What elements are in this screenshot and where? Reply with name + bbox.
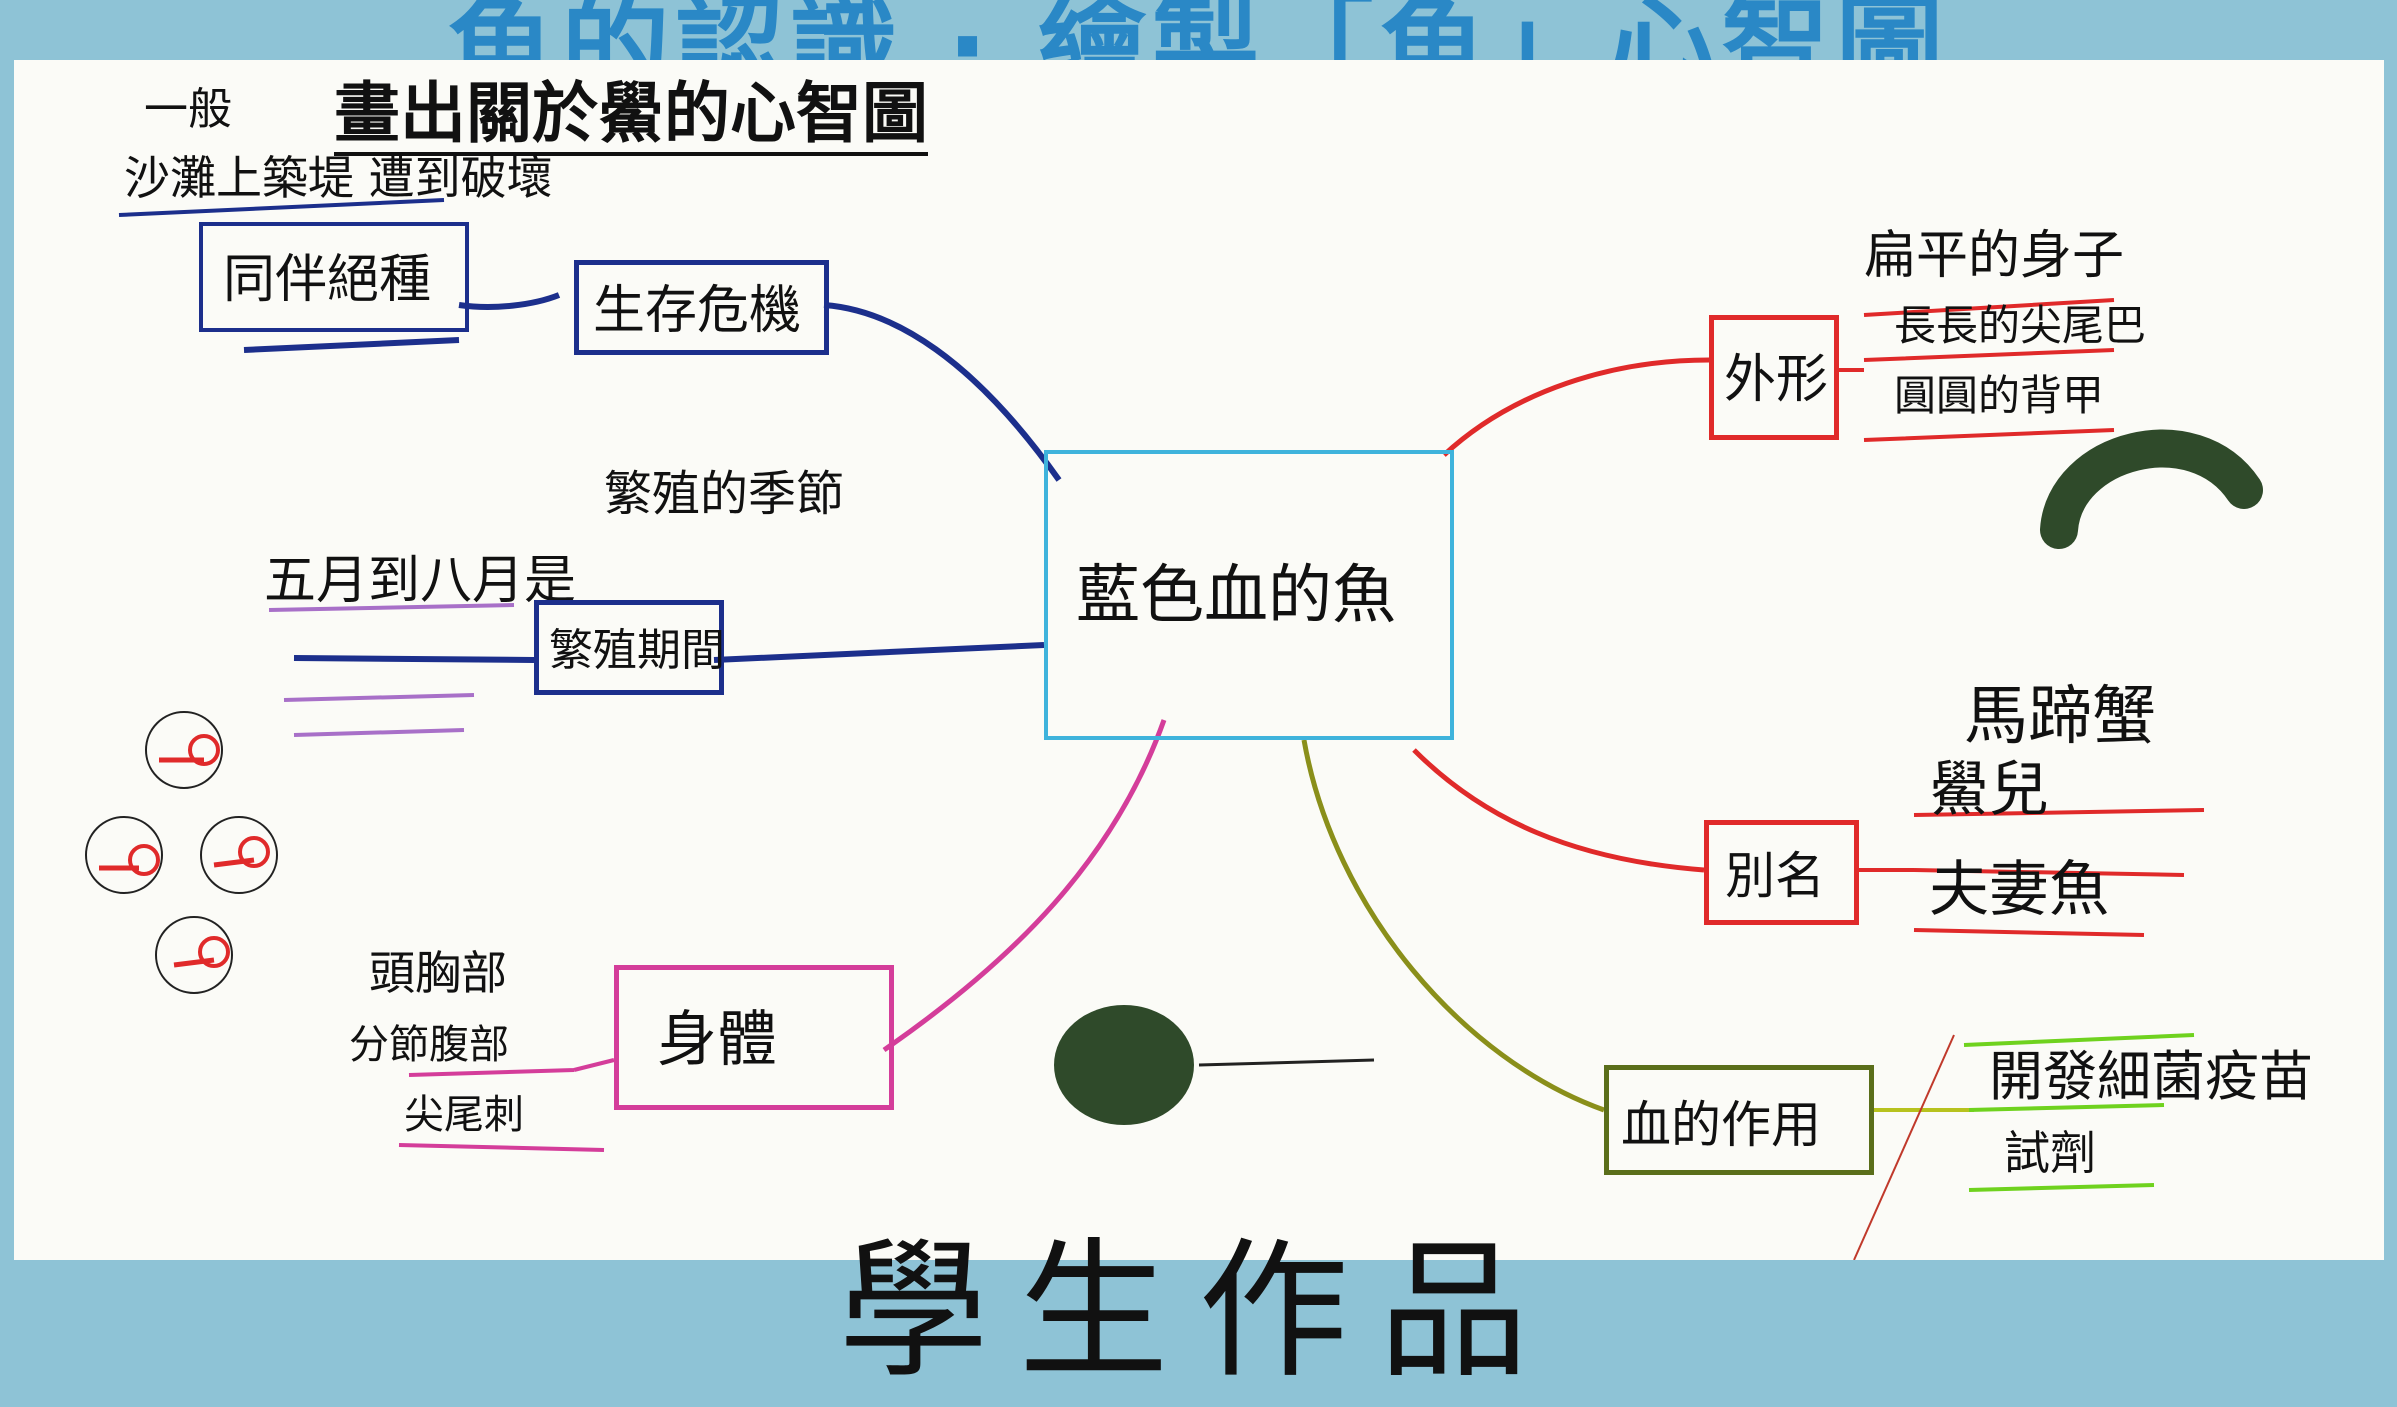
body-subitem-2: 分節腹部	[349, 1022, 509, 1068]
branch-appearance-label: 外形	[1724, 350, 1829, 410]
body-subitem-3: 尖尾刺	[404, 1092, 524, 1138]
bottom-caption: 學生作品	[838, 1225, 1559, 1399]
mind-map-connectors	[85, 198, 2263, 1260]
reproduction-subitem-1: 五月到八月是	[264, 551, 577, 611]
reproduction-subitem-2: 繁殖的季節	[604, 466, 845, 522]
branch-survival-label: 生存危機	[593, 281, 802, 341]
map-heading: 畫出關於鱟的心智圖	[334, 80, 928, 156]
alias-subitem-2: 鱟兒	[1929, 755, 2049, 825]
branch-blood-use-box: 血的作用	[1604, 1065, 1874, 1175]
slide: 魚的認識 · 繪製「魚」心智圖	[14, 0, 2384, 1399]
appearance-subitem-1: 扁平的身子	[1864, 226, 2125, 286]
mind-map-paper: 一般 畫出關於鱟的心智圖 藍色血的魚 生存危機 同伴絕種 沙灘上築堤 遭到破壞 …	[14, 60, 2384, 1260]
body-subitem-1: 頭胸部	[369, 946, 507, 1000]
branch-reproduction-label: 繁殖期間	[549, 625, 725, 676]
appearance-subitem-2: 長長的尖尾巴	[1894, 301, 2147, 350]
branch-survival-box: 生存危機	[574, 260, 829, 355]
branch-reproduction-box: 繁殖期間	[534, 600, 725, 695]
branch-appearance-box: 外形	[1709, 315, 1839, 440]
center-topic-box: 藍色血的魚	[1044, 450, 1454, 740]
survival-subitem-1: 同伴絕種	[223, 250, 432, 310]
blood-use-subitem-1: 開發細菌疫苗	[1989, 1045, 2313, 1108]
map-heading-prefix: 一般	[144, 84, 232, 135]
survival-subitem-box: 同伴絕種	[199, 222, 469, 332]
appearance-subitem-3: 圓圓的背甲	[1894, 371, 2105, 420]
alias-subitem-1: 馬蹄蟹	[1964, 680, 2156, 754]
center-topic: 藍色血的魚	[1076, 559, 1396, 633]
branch-body-box: 身體	[614, 965, 894, 1110]
survival-subitem-2: 沙灘上築堤 遭到破壞	[124, 151, 553, 205]
branch-alias-box: 別名	[1704, 820, 1859, 925]
blood-use-subitem-2: 試劑	[2004, 1126, 2096, 1180]
alias-subitem-3: 夫妻魚	[1929, 855, 2109, 925]
branch-body-label: 身體	[657, 1005, 777, 1075]
branch-alias-label: 別名	[1725, 847, 1825, 905]
branch-blood-use-label: 血的作用	[1621, 1096, 1821, 1154]
